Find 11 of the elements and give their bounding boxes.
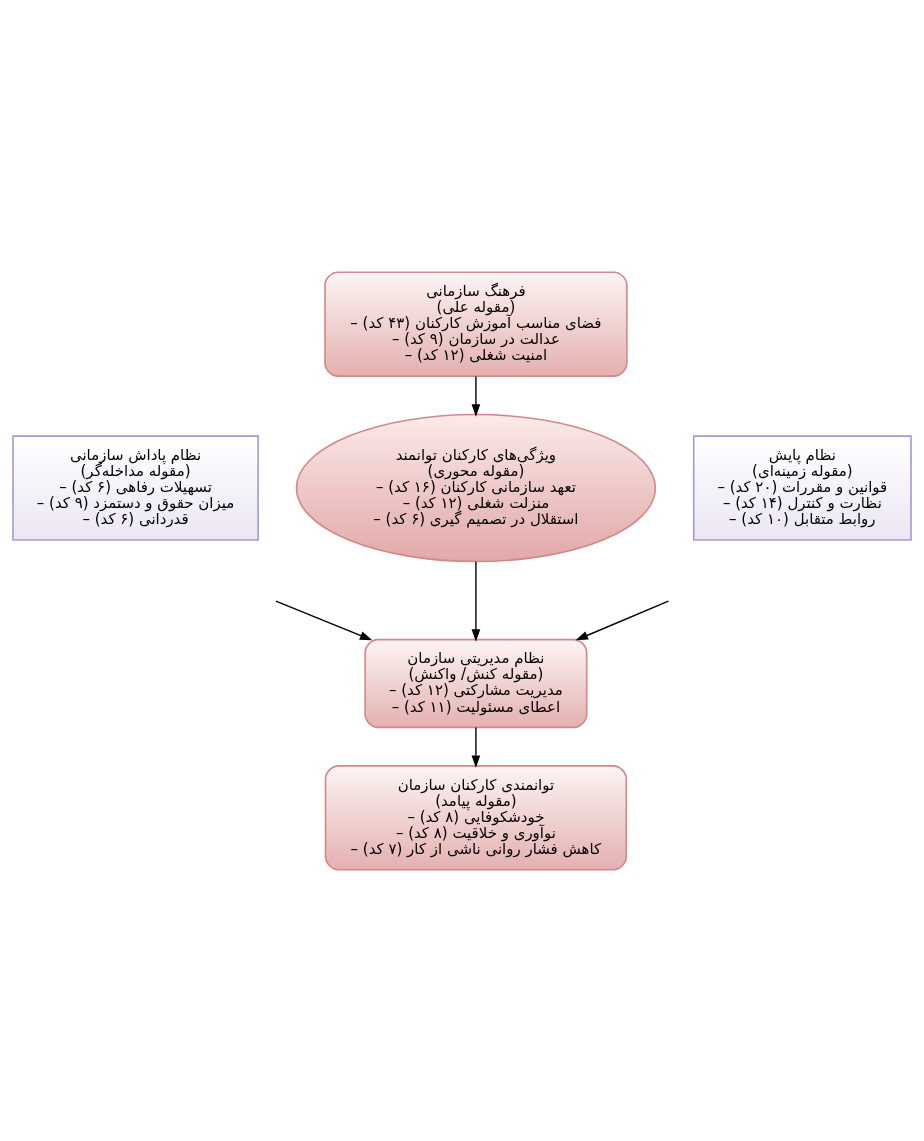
arrow (575, 599, 670, 640)
node-box: نظام مدیریتی سازمان (مقوله کنش/ واکنش) – مدیریت مشارکتی (۱۲ کد) – اعطای مسئولیت (۱۱ کد) (364, 638, 588, 728)
node-ellipse: ویژگی‌های کارکنان توانمند (مقوله محوری) – تعهد سازمانی کارکنان (۱۶ کد) – منزلت شغلی (۱۲ کد) – استقلال در تصمیم گیری (۶ کد) (295, 413, 657, 562)
node-box: توانمندی کارکنان سازمان (مقوله پیامد) – خودشکوفایی (۸ کد) – نوآوری و خلاقیت (۸ کد) – کاهش فشار روانی ناشی از کار (۷ کد) (324, 764, 628, 871)
node-box: نظام پاداش سازمانی (مقوله مداخله‌گر) – تسهیلات رفاهی (۶ کد) – میزان حقوق و دستمزد (۹ کد) – قدردانی (۶ کد) (12, 434, 259, 541)
node-box: فرهنگ سازمانی (مقوله علی) – فضای مناسب آموزش کارکنان (۴۳ کد) – عدالت در سازمان (۹ کد) – امنیت شغلی (۱۲ کد) (324, 270, 628, 377)
node-box: نظام پایش (مقوله زمینه‌ای) – قوانین و مقررات (۲۰ کد) – نظارت و کنترل (۱۴ کد) – روابط متقابل (۱۰ کد) (692, 434, 912, 541)
arrow (471, 375, 481, 417)
arrow (275, 599, 373, 640)
arrow (471, 726, 481, 768)
arrow (471, 560, 481, 642)
